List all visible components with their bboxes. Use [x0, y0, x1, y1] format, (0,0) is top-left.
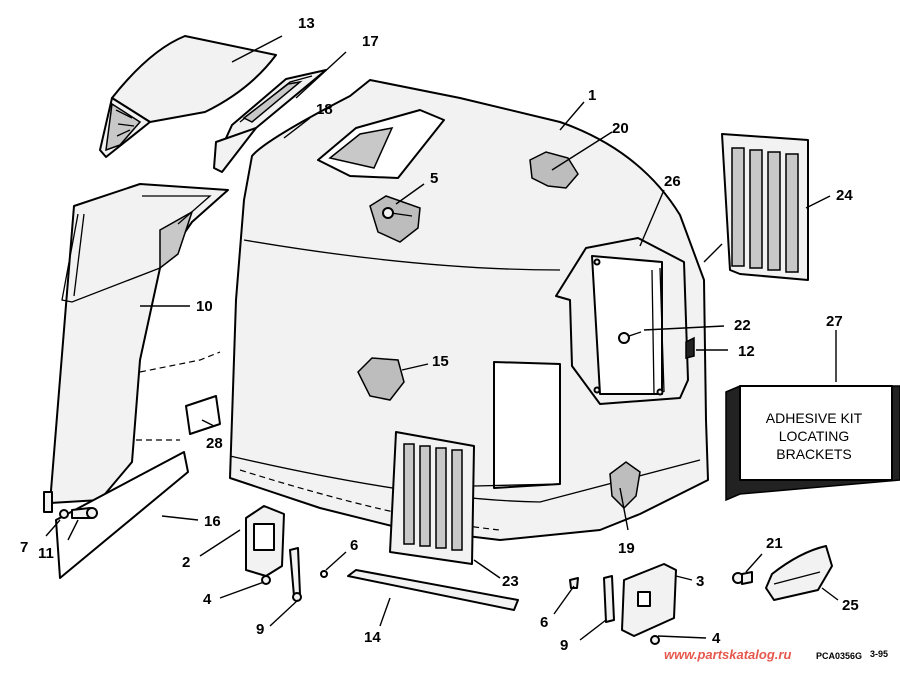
callout-9b: 9 — [560, 637, 568, 654]
callout-16: 16 — [204, 513, 221, 530]
callout-6b: 6 — [540, 614, 548, 631]
callout-21: 21 — [766, 535, 783, 552]
drawing-date: 3-95 — [870, 649, 888, 659]
callout-17: 17 — [362, 33, 379, 50]
watermark: www.partskatalog.ru — [664, 647, 791, 662]
callout-13: 13 — [298, 15, 315, 32]
part-3-latch-plate — [621, 563, 677, 645]
kit-line-1: ADHESIVE KIT — [766, 410, 863, 426]
part-6-pin-right — [569, 577, 579, 589]
part-28-decal — [185, 395, 221, 435]
callout-2: 2 — [182, 554, 190, 571]
part-22-screw — [618, 331, 642, 344]
part-21-screw — [732, 571, 753, 585]
callout-25: 25 — [842, 597, 859, 614]
part-9-bracket-right — [603, 575, 615, 623]
callout-20: 20 — [612, 120, 629, 137]
part-5-bolt-pad — [369, 195, 421, 243]
callout-4a: 4 — [203, 591, 212, 608]
part-26-side-bracket-panel — [555, 237, 689, 405]
adhesive-kit-label: ADHESIVE KIT LOCATING BRACKETS — [766, 410, 863, 462]
part-15-foam-pad — [357, 357, 405, 401]
drawing-code: PCA0356G — [816, 651, 862, 661]
part-11-bolt — [71, 507, 98, 519]
part-6-pin-left — [320, 570, 328, 578]
part-24-vent-grille — [721, 133, 809, 281]
callout-15: 15 — [432, 353, 449, 370]
callout-18: 18 — [316, 101, 333, 118]
callout-23: 23 — [502, 573, 519, 590]
callout-28: 28 — [206, 435, 223, 452]
part-10-side-panel — [43, 183, 229, 513]
part-17-trim-strip — [213, 69, 327, 173]
leader-lines — [45, 35, 839, 641]
part-13-top-cover — [99, 35, 277, 158]
part-27-adhesive-kit-box — [725, 385, 900, 502]
callout-22: 22 — [734, 317, 751, 334]
callout-14: 14 — [364, 629, 381, 646]
callout-11: 11 — [38, 545, 54, 562]
part-1-main-cowl — [229, 79, 709, 541]
callout-24: 24 — [836, 187, 853, 204]
part-9-bracket-left — [289, 547, 302, 602]
callout-labels: 1 20 5 26 24 10 15 22 12 27 28 16 2 4 9 … — [20, 15, 859, 654]
callout-3: 3 — [696, 573, 704, 590]
callout-6a: 6 — [350, 537, 358, 554]
callout-5: 5 — [430, 170, 438, 187]
callout-12: 12 — [738, 343, 755, 360]
callout-4b: 4 — [712, 630, 721, 647]
part-16-seal-strip — [55, 451, 189, 579]
callout-7: 7 — [20, 539, 28, 556]
callout-26: 26 — [664, 173, 681, 190]
kit-line-2: LOCATING — [779, 428, 850, 444]
callout-19: 19 — [618, 540, 635, 557]
part-12-clip — [685, 336, 695, 359]
part-19-foam-pad — [609, 461, 641, 510]
callout-27: 27 — [826, 313, 843, 330]
part-7-washer — [59, 509, 69, 519]
part-2-latch — [245, 505, 285, 585]
callout-9a: 9 — [256, 621, 264, 638]
part-25-bumper — [765, 545, 833, 601]
callout-1: 1 — [588, 87, 596, 104]
part-23-front-grille — [389, 431, 475, 565]
kit-line-3: BRACKETS — [776, 446, 851, 462]
part-14-bar — [347, 569, 519, 611]
callout-10: 10 — [196, 298, 213, 315]
